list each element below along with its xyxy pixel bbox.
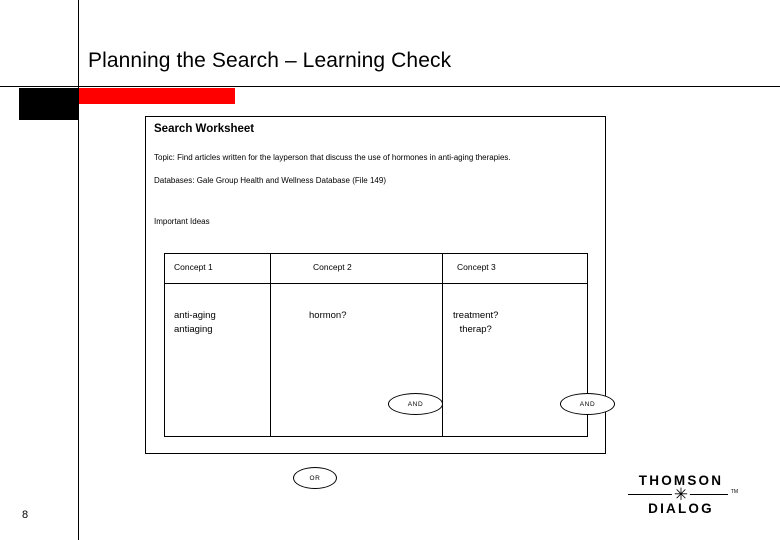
- concept-term: hormon?: [309, 310, 347, 321]
- concept-term: therap?: [459, 324, 492, 335]
- vertical-rule: [78, 0, 79, 540]
- or-operator-1: OR: [293, 467, 337, 489]
- concept-header-2: Concept 2: [313, 262, 352, 272]
- important-ideas-label: Important Ideas: [154, 217, 210, 226]
- trademark-mark: TM: [730, 489, 738, 495]
- concept-header-1: Concept 1: [174, 262, 213, 272]
- concept-terms-2: hormon?: [309, 309, 347, 323]
- and-operator-2: AND: [560, 393, 615, 415]
- horizontal-rule: [0, 86, 780, 87]
- search-worksheet-box: Search Worksheet Topic: Find articles wr…: [145, 116, 615, 489]
- page-number: 8: [22, 509, 29, 521]
- logo-thomson-text: THOMSON: [638, 473, 724, 488]
- concept-term: anti-aging: [174, 310, 216, 321]
- concept-terms-3: treatment? therap?: [453, 309, 498, 337]
- concept-header-3: Concept 3: [457, 262, 496, 272]
- black-accent-block: [19, 88, 78, 120]
- concept-table: Concept 1 Concept 2 Concept 3 anti-aging…: [164, 253, 588, 437]
- concept-term: treatment?: [453, 310, 499, 321]
- thomson-dialog-logo: THOMSON ✳ TM DIALOG: [626, 473, 738, 516]
- star-icon: ✳: [671, 485, 691, 504]
- worksheet-databases: Databases: Gale Group Health and Wellnes…: [154, 176, 386, 185]
- logo-dialog-text: DIALOG: [648, 501, 714, 516]
- column-divider-1: [270, 254, 271, 436]
- concept-terms-1: anti-aging antiaging: [174, 309, 216, 337]
- concept-term: antiaging: [174, 324, 213, 335]
- worksheet-topic: Topic: Find articles written for the lay…: [154, 153, 511, 162]
- and-operator-1: AND: [388, 393, 443, 415]
- table-header-divider: [165, 283, 587, 284]
- logo-divider-row: ✳ TM: [626, 485, 738, 504]
- worksheet-title: Search Worksheet: [154, 123, 255, 135]
- page-title: Planning the Search – Learning Check: [88, 49, 452, 72]
- column-divider-2: [442, 254, 443, 436]
- red-accent-bar: [79, 88, 235, 104]
